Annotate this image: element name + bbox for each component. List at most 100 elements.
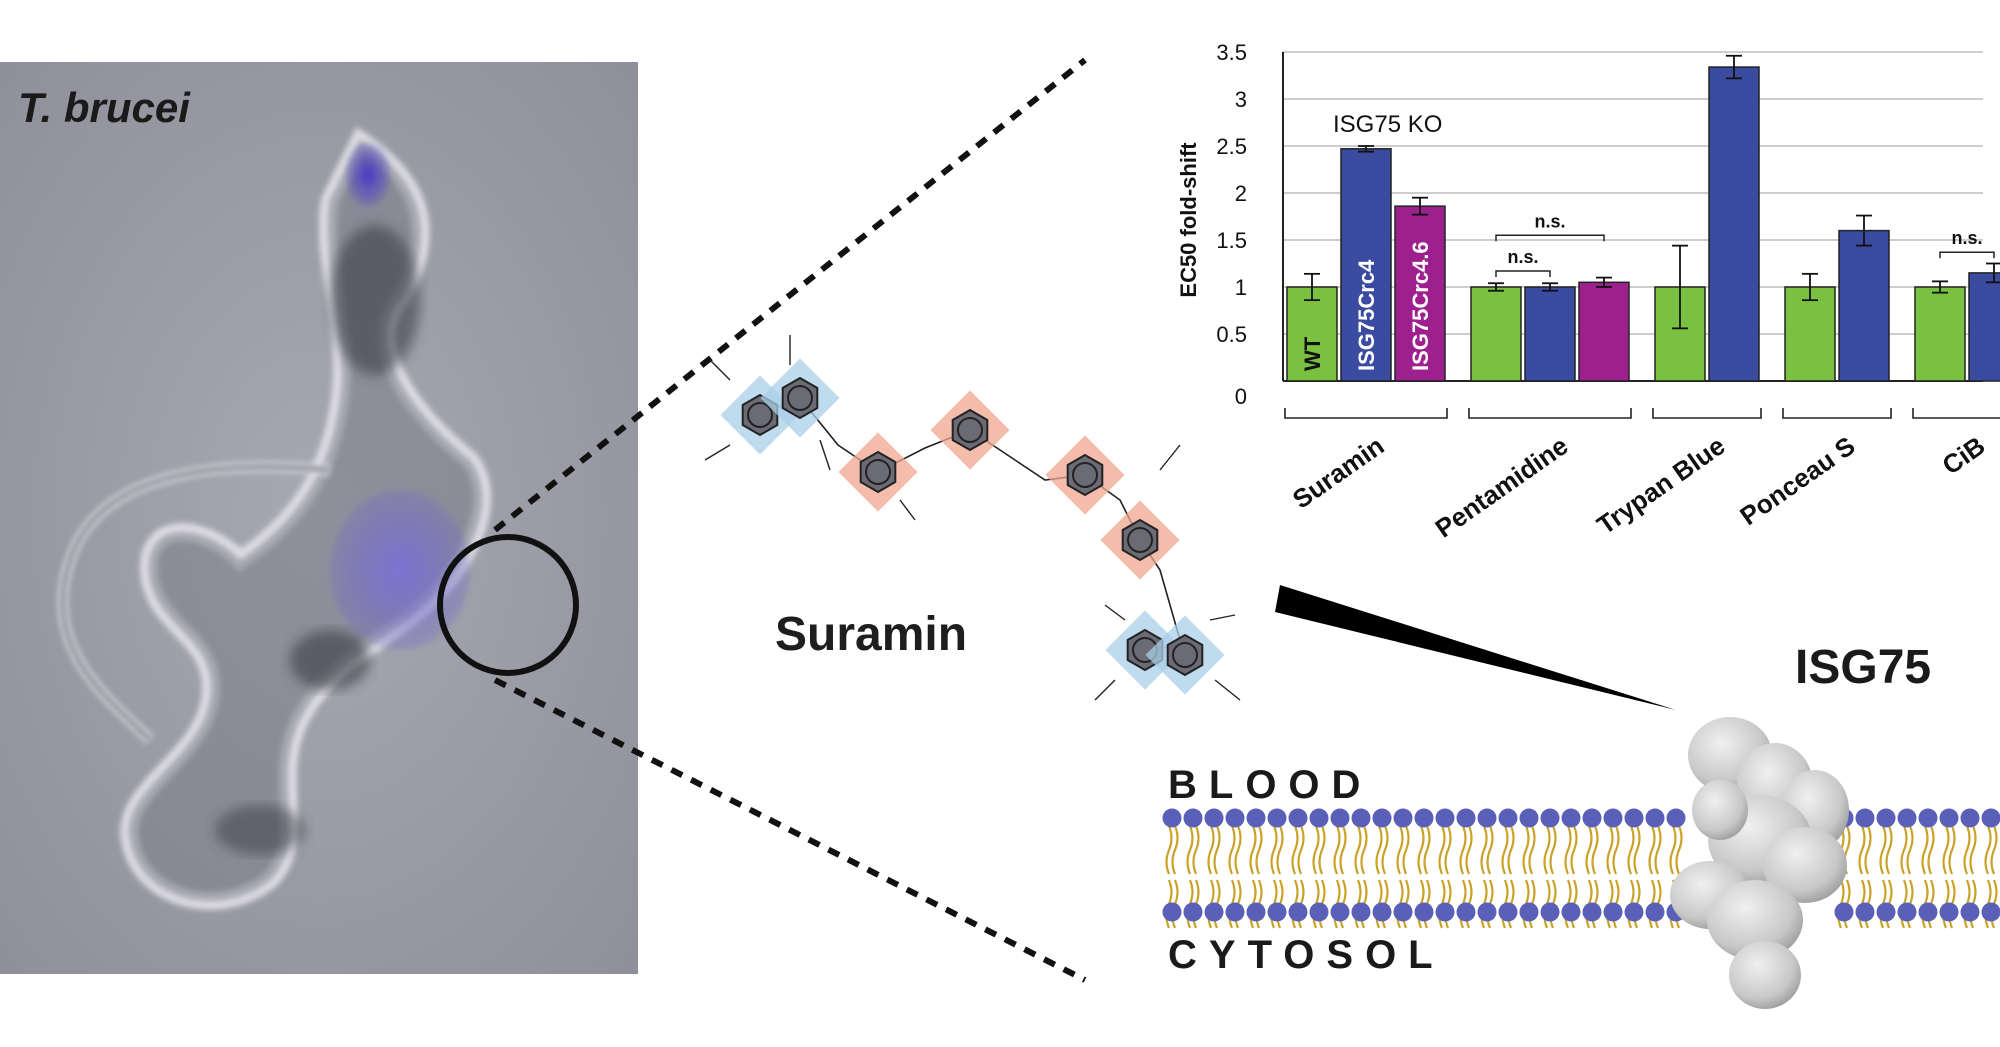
lipid-tail [1528,825,1536,875]
isg75-protein-structure [1670,717,1849,1009]
lipid-tail [1858,825,1866,875]
lipid-tail [1354,825,1362,875]
protein-lobe [1707,880,1803,960]
lipid-tail [1186,825,1194,875]
lipid-head [1351,808,1371,828]
category-label: Trypan Blue [1591,430,1730,540]
bar-label: WT [1300,336,1325,371]
lipid-head [1603,902,1623,922]
bar [1914,286,1966,382]
lipid-tail [1402,825,1410,875]
molecule-bond [704,444,731,461]
lipid-head [1435,808,1455,828]
lipid-tail [1381,825,1389,875]
lipid-tail [1585,825,1593,875]
lipid-head [1960,808,1980,828]
lipid-tail [1276,825,1284,875]
bar [1286,286,1338,382]
lipid-tail [1549,825,1557,875]
category-label: Ponceau S [1734,430,1860,531]
lipid-tail [1633,825,1641,875]
lipid-head [1918,808,1938,828]
lipid-tail [1375,825,1383,875]
lipid-head [1435,902,1455,922]
category-bracket [1468,408,1632,419]
lipid-head [1225,902,1245,922]
molecule-bond [1214,679,1241,701]
suramin-label: Suramin [775,608,967,661]
naphthalene-ring-aromatic-circle [747,402,773,428]
binding-wedge [1275,585,1676,710]
lipid-head [1939,808,1959,828]
lipid-tail [1360,825,1368,875]
lipid-tail [1969,825,1977,875]
lipid-head [1582,902,1602,922]
phenyl-ring-aromatic-circle [1127,527,1153,553]
lipid-tail [1486,825,1494,875]
bar [1578,281,1630,382]
lipid-tail [1570,825,1578,875]
lipid-head [1876,902,1896,922]
lipid-head [1456,902,1476,922]
lipid-head [1540,902,1560,922]
naphthalene-ring-aromatic-circle [1172,642,1198,668]
lipid-tail [1507,825,1515,875]
category-label: Suramin [1287,430,1389,514]
zoom-line-lower [493,677,1087,983]
phenyl-ring-aromatic-circle [865,459,891,485]
phenyl-ring [859,450,897,494]
lipid-tail [1942,825,1950,875]
cell-dark-region [290,630,370,690]
lipid-tail [1438,825,1446,875]
lipid-tail [1249,825,1257,875]
lipid-head [1288,902,1308,922]
lipid-head [1624,902,1644,922]
lipid-tail [1417,825,1425,875]
lipid-tail [1948,825,1956,875]
lipid-head [1939,902,1959,922]
lipid-tail [1627,825,1635,875]
lipid-head [1477,808,1497,828]
lipid-tail [1255,825,1263,875]
trypanosome-cell [57,126,492,910]
significance-label: n.s. [1534,211,1565,231]
zoom-line-upper [493,57,1087,533]
lipid-head [1603,808,1623,828]
kinetoplast-stain [346,143,390,207]
lipid-head [1540,808,1560,828]
chart-annotation: ISG75 KO [1333,111,1442,138]
y-tick-label: 1.5 [1216,228,1247,253]
y-tick-label: 3 [1235,87,1247,112]
category-bracket [1652,408,1762,419]
lipid-head [1876,808,1896,828]
lipid-tail [1591,825,1599,875]
lipid-head [1162,902,1182,922]
membrane-bilayer [1162,808,2000,929]
category-label: Pentamidine [1430,430,1574,543]
lipid-head [1960,902,1980,922]
lipid-tail [1675,825,1683,875]
lipid-tail [1207,825,1215,875]
lipid-head [1855,808,1875,828]
lipid-head [1456,808,1476,828]
lipid-tail [1906,825,1914,875]
flagellum [60,464,331,742]
lipid-tail [1984,825,1992,875]
blood-label: BLOOD [1168,763,1372,807]
protein-lobe [1692,780,1748,840]
lipid-tail [1480,825,1488,875]
lipid-head [1897,902,1917,922]
significance-label: n.s. [1951,228,1982,248]
protein-lobe [1729,941,1801,1009]
lipid-tail [1339,825,1347,875]
category-label: CiB [1937,430,1991,480]
lipid-head [1519,902,1539,922]
lipid-head [1981,808,2000,828]
lipid-tail [1297,825,1305,875]
lipid-tail [1501,825,1509,875]
significance-bracket [1495,270,1551,278]
lipid-head [1477,902,1497,922]
molecule-bond [1104,604,1126,621]
bar-label: ISG75Crc4.6 [1408,241,1433,371]
